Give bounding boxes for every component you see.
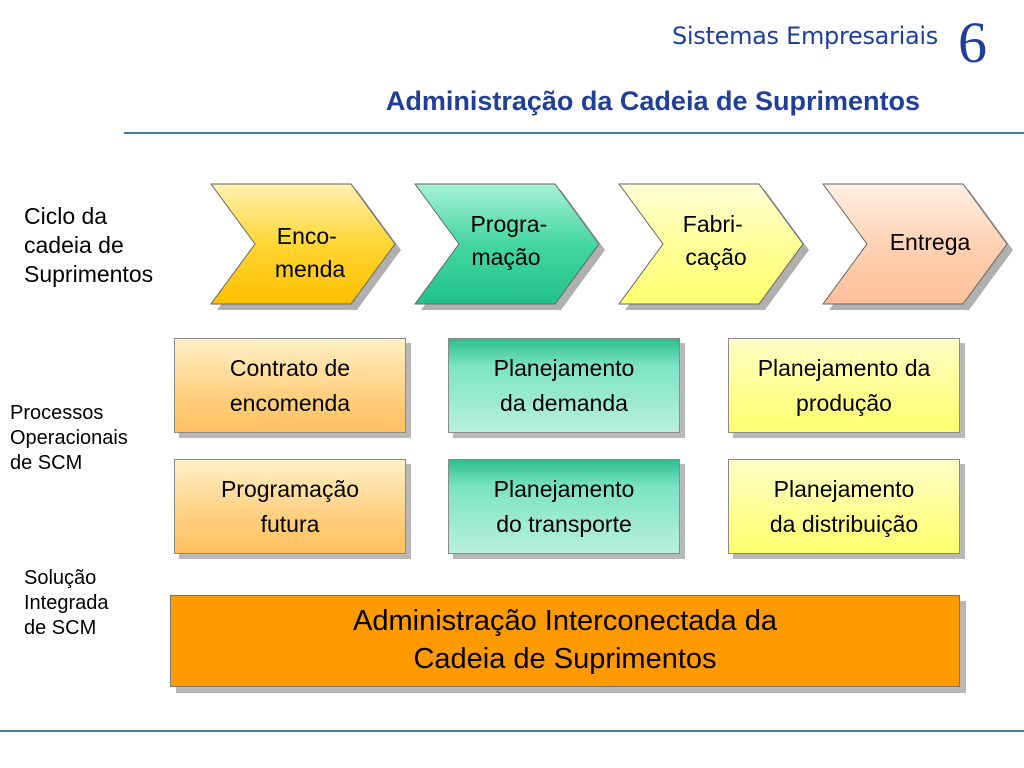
header-divider: [124, 132, 1024, 134]
process-contrato-encomenda: Contrato de encomenda: [174, 338, 406, 433]
supply-cycle-chevrons: Enco- menda Progra- mação Fabri- cação E…: [210, 183, 1013, 310]
solution-label-line: Administração Interconectada da: [353, 605, 777, 638]
chevron-entrega: Entrega: [822, 183, 1013, 310]
cycle-row-label: Ciclo da cadeia de Suprimentos: [24, 202, 153, 288]
process-planejamento-distribuicao: Planejamento da distribuição: [728, 459, 960, 554]
cycle-row-label-line: Suprimentos: [24, 260, 154, 287]
process-label-line: Planejamento: [493, 355, 635, 381]
chevron-programacao-label: Progra- mação: [470, 211, 553, 270]
chevron-encomenda-label: Enco- menda: [275, 223, 346, 282]
process-label-line: futura: [260, 510, 320, 537]
process-label-line: Planejamento: [773, 476, 915, 502]
process-planejamento-demanda: Planejamento da demanda: [448, 338, 680, 433]
process-label-line: da demanda: [500, 389, 628, 416]
chevron-label-line: Fabri-: [683, 211, 743, 237]
chevron-programacao: Progra- mação: [414, 183, 605, 310]
process-label-line: Contrato de: [229, 355, 351, 381]
processes-row-label-line: de SCM: [10, 452, 83, 474]
chevron-encomenda: Enco- menda: [210, 183, 401, 310]
chevron-label-line: cação: [685, 244, 746, 270]
processes-row-label-line: Operacionais: [10, 427, 128, 449]
chevron-entrega-label: Entrega: [890, 229, 971, 255]
chevron-fabricacao: Fabri- cação: [618, 183, 809, 310]
process-planejamento-producao: Planejamento da produção: [728, 338, 960, 433]
solution-row-label: Solução Integrada de SCM: [24, 566, 109, 641]
process-programacao-futura: Programação futura: [174, 459, 406, 554]
chevron-label-line: Progra-: [470, 211, 547, 237]
chevron-label-line: Entrega: [890, 229, 971, 255]
process-label-line: da distribuição: [769, 510, 919, 537]
solution-label-line: Cadeia de Suprimentos: [413, 643, 717, 675]
process-label-line: Planejamento da: [757, 355, 931, 381]
chevron-label-line: mação: [471, 244, 540, 270]
solution-row-label-line: Integrada: [24, 592, 109, 614]
slide-title: Administração da Cadeia de Suprimentos: [385, 86, 920, 116]
chevron-label-line: Enco-: [277, 223, 337, 249]
process-label-line: produção: [796, 389, 892, 416]
processes-row-label-line: Processos: [10, 402, 104, 424]
cycle-row-label-line: cadeia de: [24, 231, 124, 258]
processes-row-label: Processos Operacionais de SCM: [10, 401, 128, 476]
cycle-row-label-line: Ciclo da: [24, 203, 108, 229]
chevron-label-line: menda: [275, 256, 346, 282]
solution-row-label-line: Solução: [24, 567, 97, 589]
process-label-line: Programação: [220, 476, 360, 502]
footer-divider: [0, 730, 1024, 732]
process-label-line: Planejamento: [493, 476, 635, 502]
brand-name: Sistemas Empresariais: [671, 22, 938, 50]
process-planejamento-transporte: Planejamento do transporte: [448, 459, 680, 554]
integrated-scm-solution: Administração Interconectada da Cadeia d…: [170, 595, 960, 687]
process-label-line: encomenda: [229, 389, 351, 416]
process-label-line: do transporte: [496, 510, 632, 537]
solution-row-label-line: de SCM: [24, 617, 97, 639]
chapter-number: 6: [958, 10, 987, 75]
chevron-fabricacao-label: Fabri- cação: [683, 211, 749, 270]
